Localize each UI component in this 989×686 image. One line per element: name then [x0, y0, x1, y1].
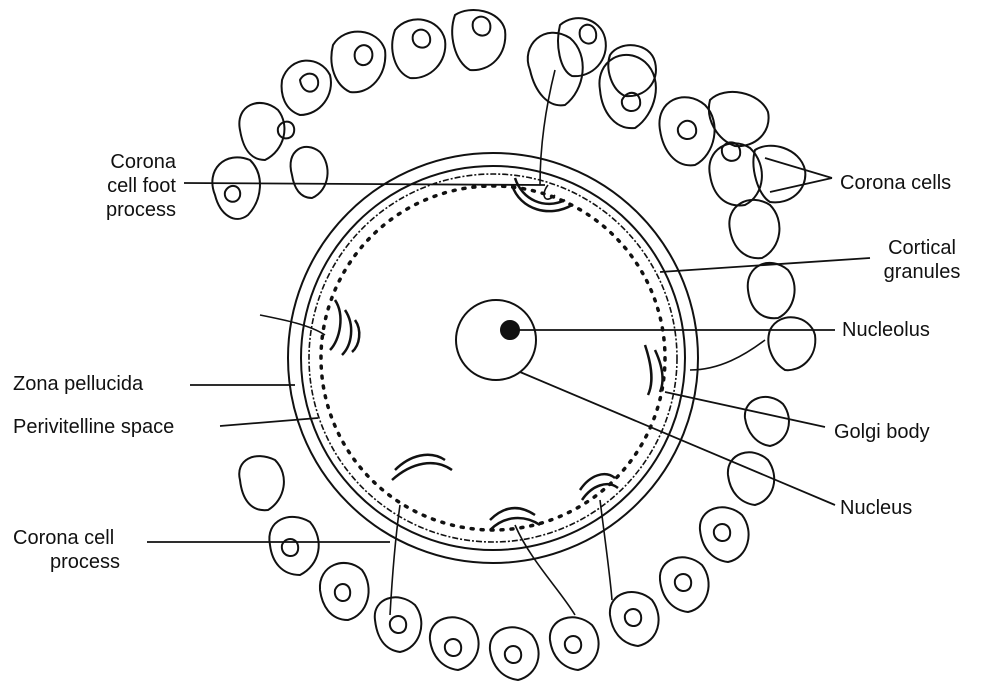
golgi-bodies: [330, 178, 662, 530]
label-line: Corona cell: [13, 526, 143, 550]
nucleus-shape: [456, 300, 536, 380]
label-line: Corona: [60, 150, 176, 174]
label-line: granules: [868, 260, 976, 284]
oocyte-membrane: [309, 174, 677, 542]
label-line: Cortical: [868, 236, 976, 260]
label-line: process: [13, 550, 143, 574]
label-line: cell foot: [60, 174, 176, 198]
zona-pellucida-outer: [288, 153, 698, 563]
label-corona-cell-foot-process: Corona cell foot process: [60, 150, 176, 222]
label-cortical-granules: Cortical granules: [868, 236, 976, 284]
cortical-granules-ring: [321, 186, 665, 530]
label-corona-cells: Corona cells: [840, 171, 951, 195]
leader-lines: [147, 158, 870, 542]
label-golgi-body: Golgi body: [834, 420, 930, 444]
label-corona-cell-process: Corona cell process: [13, 526, 143, 574]
label-nucleus: Nucleus: [840, 496, 912, 520]
label-nucleolus: Nucleolus: [842, 318, 930, 342]
zona-pellucida-inner: [301, 166, 685, 550]
label-zona-pellucida: Zona pellucida: [13, 372, 143, 396]
label-perivitelline-space: Perivitelline space: [13, 415, 174, 439]
corona-cells-lower: [239, 397, 789, 680]
label-line: process: [60, 198, 176, 222]
